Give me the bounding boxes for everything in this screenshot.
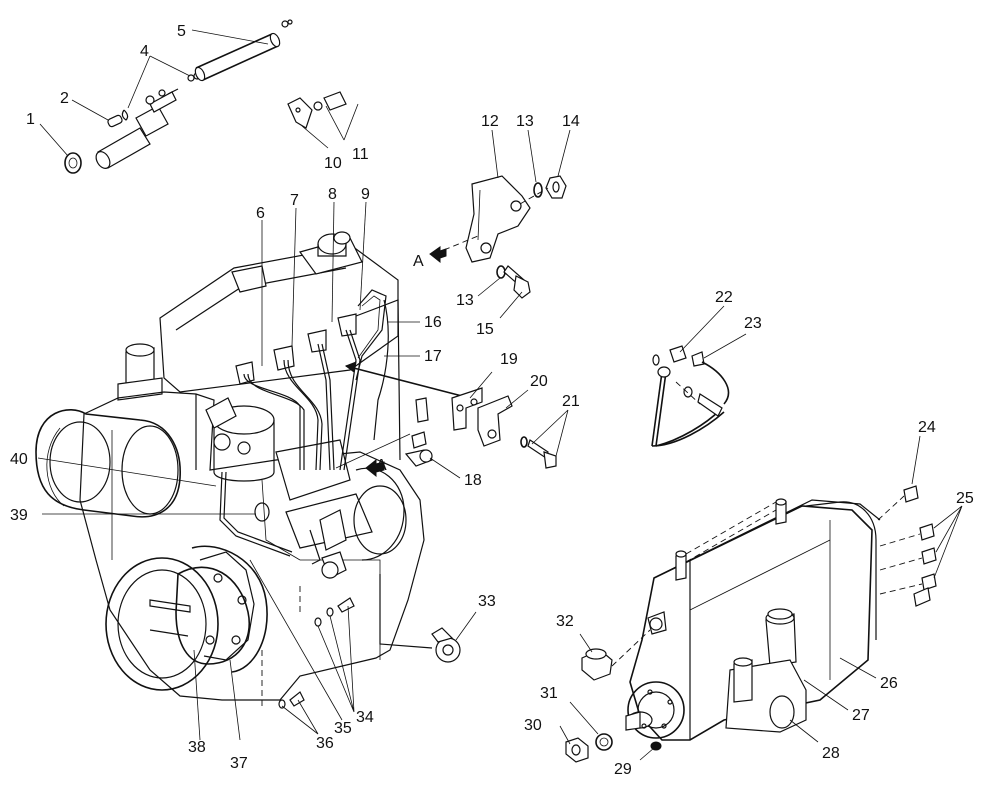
callout-17: 17: [424, 348, 442, 365]
callout-28: 28: [822, 745, 840, 762]
callout-1: 1: [26, 111, 35, 128]
callout-8: 8: [328, 186, 337, 203]
callout-4: 4: [140, 43, 149, 60]
callout-40: 40: [10, 451, 28, 468]
callout-29: 29: [614, 761, 632, 778]
injector-assembly: [64, 19, 293, 174]
callout-13: 13: [516, 113, 534, 130]
callout-26: 26: [880, 675, 898, 692]
callout-11: 11: [352, 146, 369, 163]
callout-33: 33: [478, 593, 496, 610]
clip-bolt: [520, 436, 557, 469]
view-a-arrow: [429, 246, 447, 264]
callout-21: 21: [562, 393, 580, 410]
fuel-banjo: [379, 574, 461, 663]
callout-19: 19: [500, 351, 518, 368]
callout-20: 20: [530, 373, 548, 390]
callout-24: 24: [918, 419, 936, 436]
callout-27: 27: [852, 707, 870, 724]
injection-pump: [565, 485, 937, 763]
callout-18: 18: [464, 472, 482, 489]
engine-block: [35, 231, 425, 701]
callout-31: 31: [540, 685, 558, 702]
callout-37: 37: [230, 755, 248, 772]
view-a-label-2: A: [376, 457, 387, 474]
fuel-return-pipe: [651, 345, 730, 447]
callout-12: 12: [481, 113, 499, 130]
pin-part: [107, 114, 123, 128]
callout-30: 30: [524, 717, 542, 734]
nozzle-clamp: [287, 91, 347, 129]
washer-part: [64, 152, 82, 174]
callout-14: 14: [562, 113, 580, 130]
callout-5: 5: [177, 23, 186, 40]
callout-35: 35: [334, 720, 352, 737]
callout-7: 7: [290, 192, 299, 209]
callout-23: 23: [744, 315, 762, 332]
callout-36: 36: [316, 735, 334, 752]
callout-2: 2: [60, 90, 69, 107]
crank-pulley: [105, 557, 219, 691]
pipe-clip-brackets: [451, 387, 513, 447]
leak-off-line: [373, 299, 389, 441]
pump-bracket: [443, 175, 567, 263]
view-a-arrow-2: [365, 458, 385, 478]
leak-off-pipe: [195, 33, 279, 81]
callout-9: 9: [361, 186, 370, 203]
callout-32: 32: [556, 613, 574, 630]
callout-13b: 13: [456, 292, 474, 309]
callout-10: 10: [324, 155, 342, 172]
timing-cover-plate: [191, 545, 268, 673]
callout-34: 34: [356, 709, 374, 726]
callout-25: 25: [956, 490, 974, 507]
callout-labels: 1 2 4 5 6 7 8 9 10 11 12 13 13 14 15 16 …: [10, 23, 974, 778]
callout-16: 16: [424, 314, 442, 331]
callout-38: 38: [188, 739, 206, 756]
callout-39: 39: [10, 507, 28, 524]
view-a-label: A: [413, 253, 424, 270]
callout-6: 6: [256, 205, 265, 222]
injection-pipes: [219, 289, 387, 561]
bracket-bolt: [496, 265, 531, 299]
banjo-fitting: [404, 397, 433, 467]
callout-22: 22: [715, 289, 733, 306]
cover-bolts: [261, 586, 355, 710]
leader-lines: [37, 29, 963, 761]
callout-15: 15: [476, 321, 494, 338]
injector-body: [95, 88, 179, 169]
